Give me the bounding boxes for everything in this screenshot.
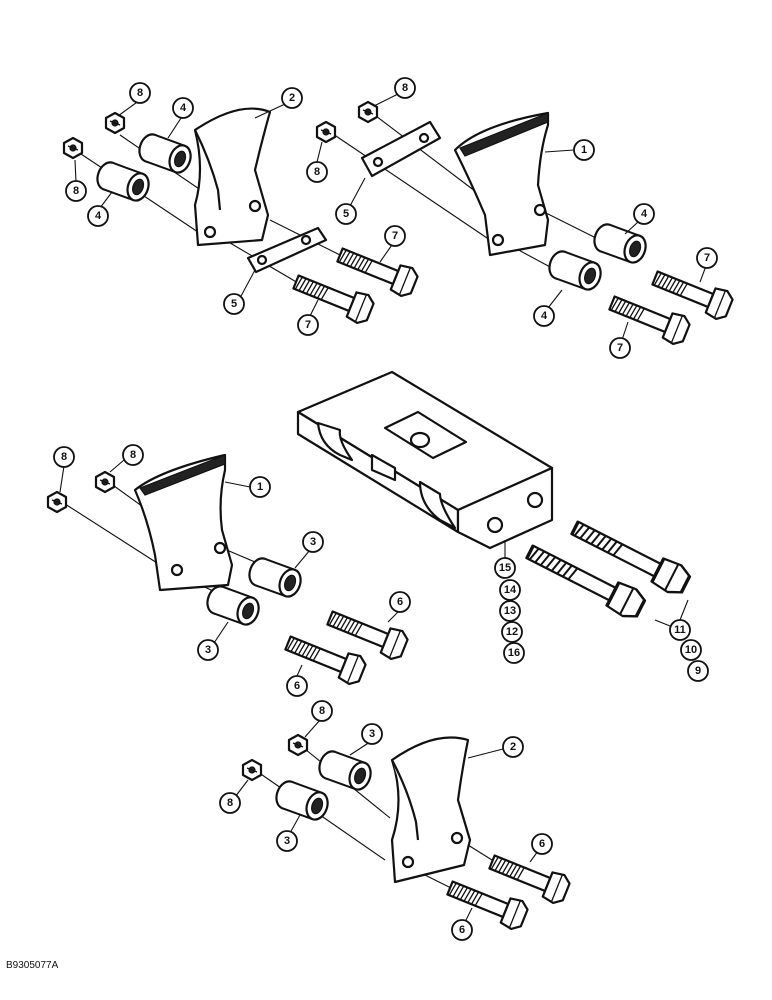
svg-text:10: 10	[685, 644, 697, 656]
callout-7: 7	[297, 314, 319, 336]
svg-text:13: 13	[504, 605, 516, 617]
callout-3: 3	[302, 531, 324, 553]
figure-code: B9305077A	[6, 960, 59, 971]
svg-text:6: 6	[539, 838, 545, 850]
middle-left-assembly	[46, 453, 411, 688]
svg-text:5: 5	[343, 208, 349, 220]
svg-text:12: 12	[506, 626, 518, 638]
center-block-assembly	[296, 370, 694, 629]
callout-16: 16	[503, 642, 525, 664]
callout-4: 4	[87, 205, 109, 227]
svg-text:4: 4	[95, 210, 102, 222]
svg-text:4: 4	[641, 208, 648, 220]
svg-text:8: 8	[130, 449, 136, 461]
svg-text:6: 6	[459, 924, 465, 936]
callout-8: 8	[311, 700, 333, 722]
callout-2: 2	[502, 736, 524, 758]
callout-11: 11	[669, 619, 691, 641]
callout-3: 3	[197, 639, 219, 661]
callout-7: 7	[384, 225, 406, 247]
svg-text:7: 7	[617, 342, 623, 354]
svg-text:8: 8	[61, 451, 67, 463]
callout-6: 6	[451, 919, 473, 941]
svg-text:5: 5	[231, 298, 237, 310]
svg-text:3: 3	[284, 835, 290, 847]
svg-text:11: 11	[674, 624, 686, 636]
svg-text:14: 14	[504, 584, 517, 596]
callout-10: 10	[680, 639, 702, 661]
callout-4: 4	[533, 305, 555, 327]
callout-14: 14	[499, 579, 521, 601]
svg-text:4: 4	[541, 310, 548, 322]
callout-13: 13	[499, 600, 521, 622]
callout-9: 9	[687, 660, 709, 682]
callout-6: 6	[286, 675, 308, 697]
callout-6: 6	[389, 591, 411, 613]
svg-text:1: 1	[581, 144, 587, 156]
svg-text:7: 7	[392, 230, 398, 242]
callout-8: 8	[129, 82, 151, 104]
callout-2: 2	[281, 87, 303, 109]
svg-text:15: 15	[499, 562, 511, 574]
callout-7: 7	[609, 337, 631, 359]
top-right-assembly	[315, 100, 736, 348]
callout-3: 3	[276, 830, 298, 852]
svg-text:8: 8	[319, 705, 325, 717]
svg-text:3: 3	[369, 728, 375, 740]
callouts: 8 4 2 8 4 7 5 7 8 8 1 5 4 7 4 7 8 8	[53, 77, 718, 941]
svg-text:8: 8	[314, 166, 320, 178]
top-left-assembly	[62, 107, 421, 327]
svg-text:8: 8	[73, 185, 79, 197]
svg-text:6: 6	[294, 680, 300, 692]
callout-7: 7	[696, 247, 718, 269]
callout-5: 5	[223, 293, 245, 315]
callout-8: 8	[122, 444, 144, 466]
callout-15: 15	[494, 557, 516, 579]
callout-8: 8	[53, 446, 75, 468]
callout-8: 8	[219, 792, 241, 814]
callout-8: 8	[394, 77, 416, 99]
svg-text:3: 3	[310, 536, 316, 548]
svg-text:4: 4	[180, 102, 187, 114]
callout-4: 4	[172, 97, 194, 119]
svg-text:9: 9	[695, 665, 701, 677]
svg-text:16: 16	[508, 647, 520, 659]
callout-8: 8	[65, 180, 87, 202]
svg-text:8: 8	[402, 82, 408, 94]
bottom-assembly	[241, 733, 573, 933]
callout-1: 1	[573, 139, 595, 161]
callout-8: 8	[306, 161, 328, 183]
svg-text:1: 1	[257, 481, 263, 493]
callout-12: 12	[501, 621, 523, 643]
svg-text:7: 7	[305, 319, 311, 331]
callout-6: 6	[531, 833, 553, 855]
callout-5: 5	[335, 203, 357, 225]
svg-text:2: 2	[289, 92, 295, 104]
callout-3: 3	[361, 723, 383, 745]
svg-text:7: 7	[704, 252, 710, 264]
svg-text:6: 6	[397, 596, 403, 608]
svg-text:8: 8	[227, 797, 233, 809]
callout-4: 4	[633, 203, 655, 225]
callout-1: 1	[249, 476, 271, 498]
svg-text:2: 2	[510, 741, 516, 753]
svg-text:3: 3	[205, 644, 211, 656]
svg-text:8: 8	[137, 87, 143, 99]
